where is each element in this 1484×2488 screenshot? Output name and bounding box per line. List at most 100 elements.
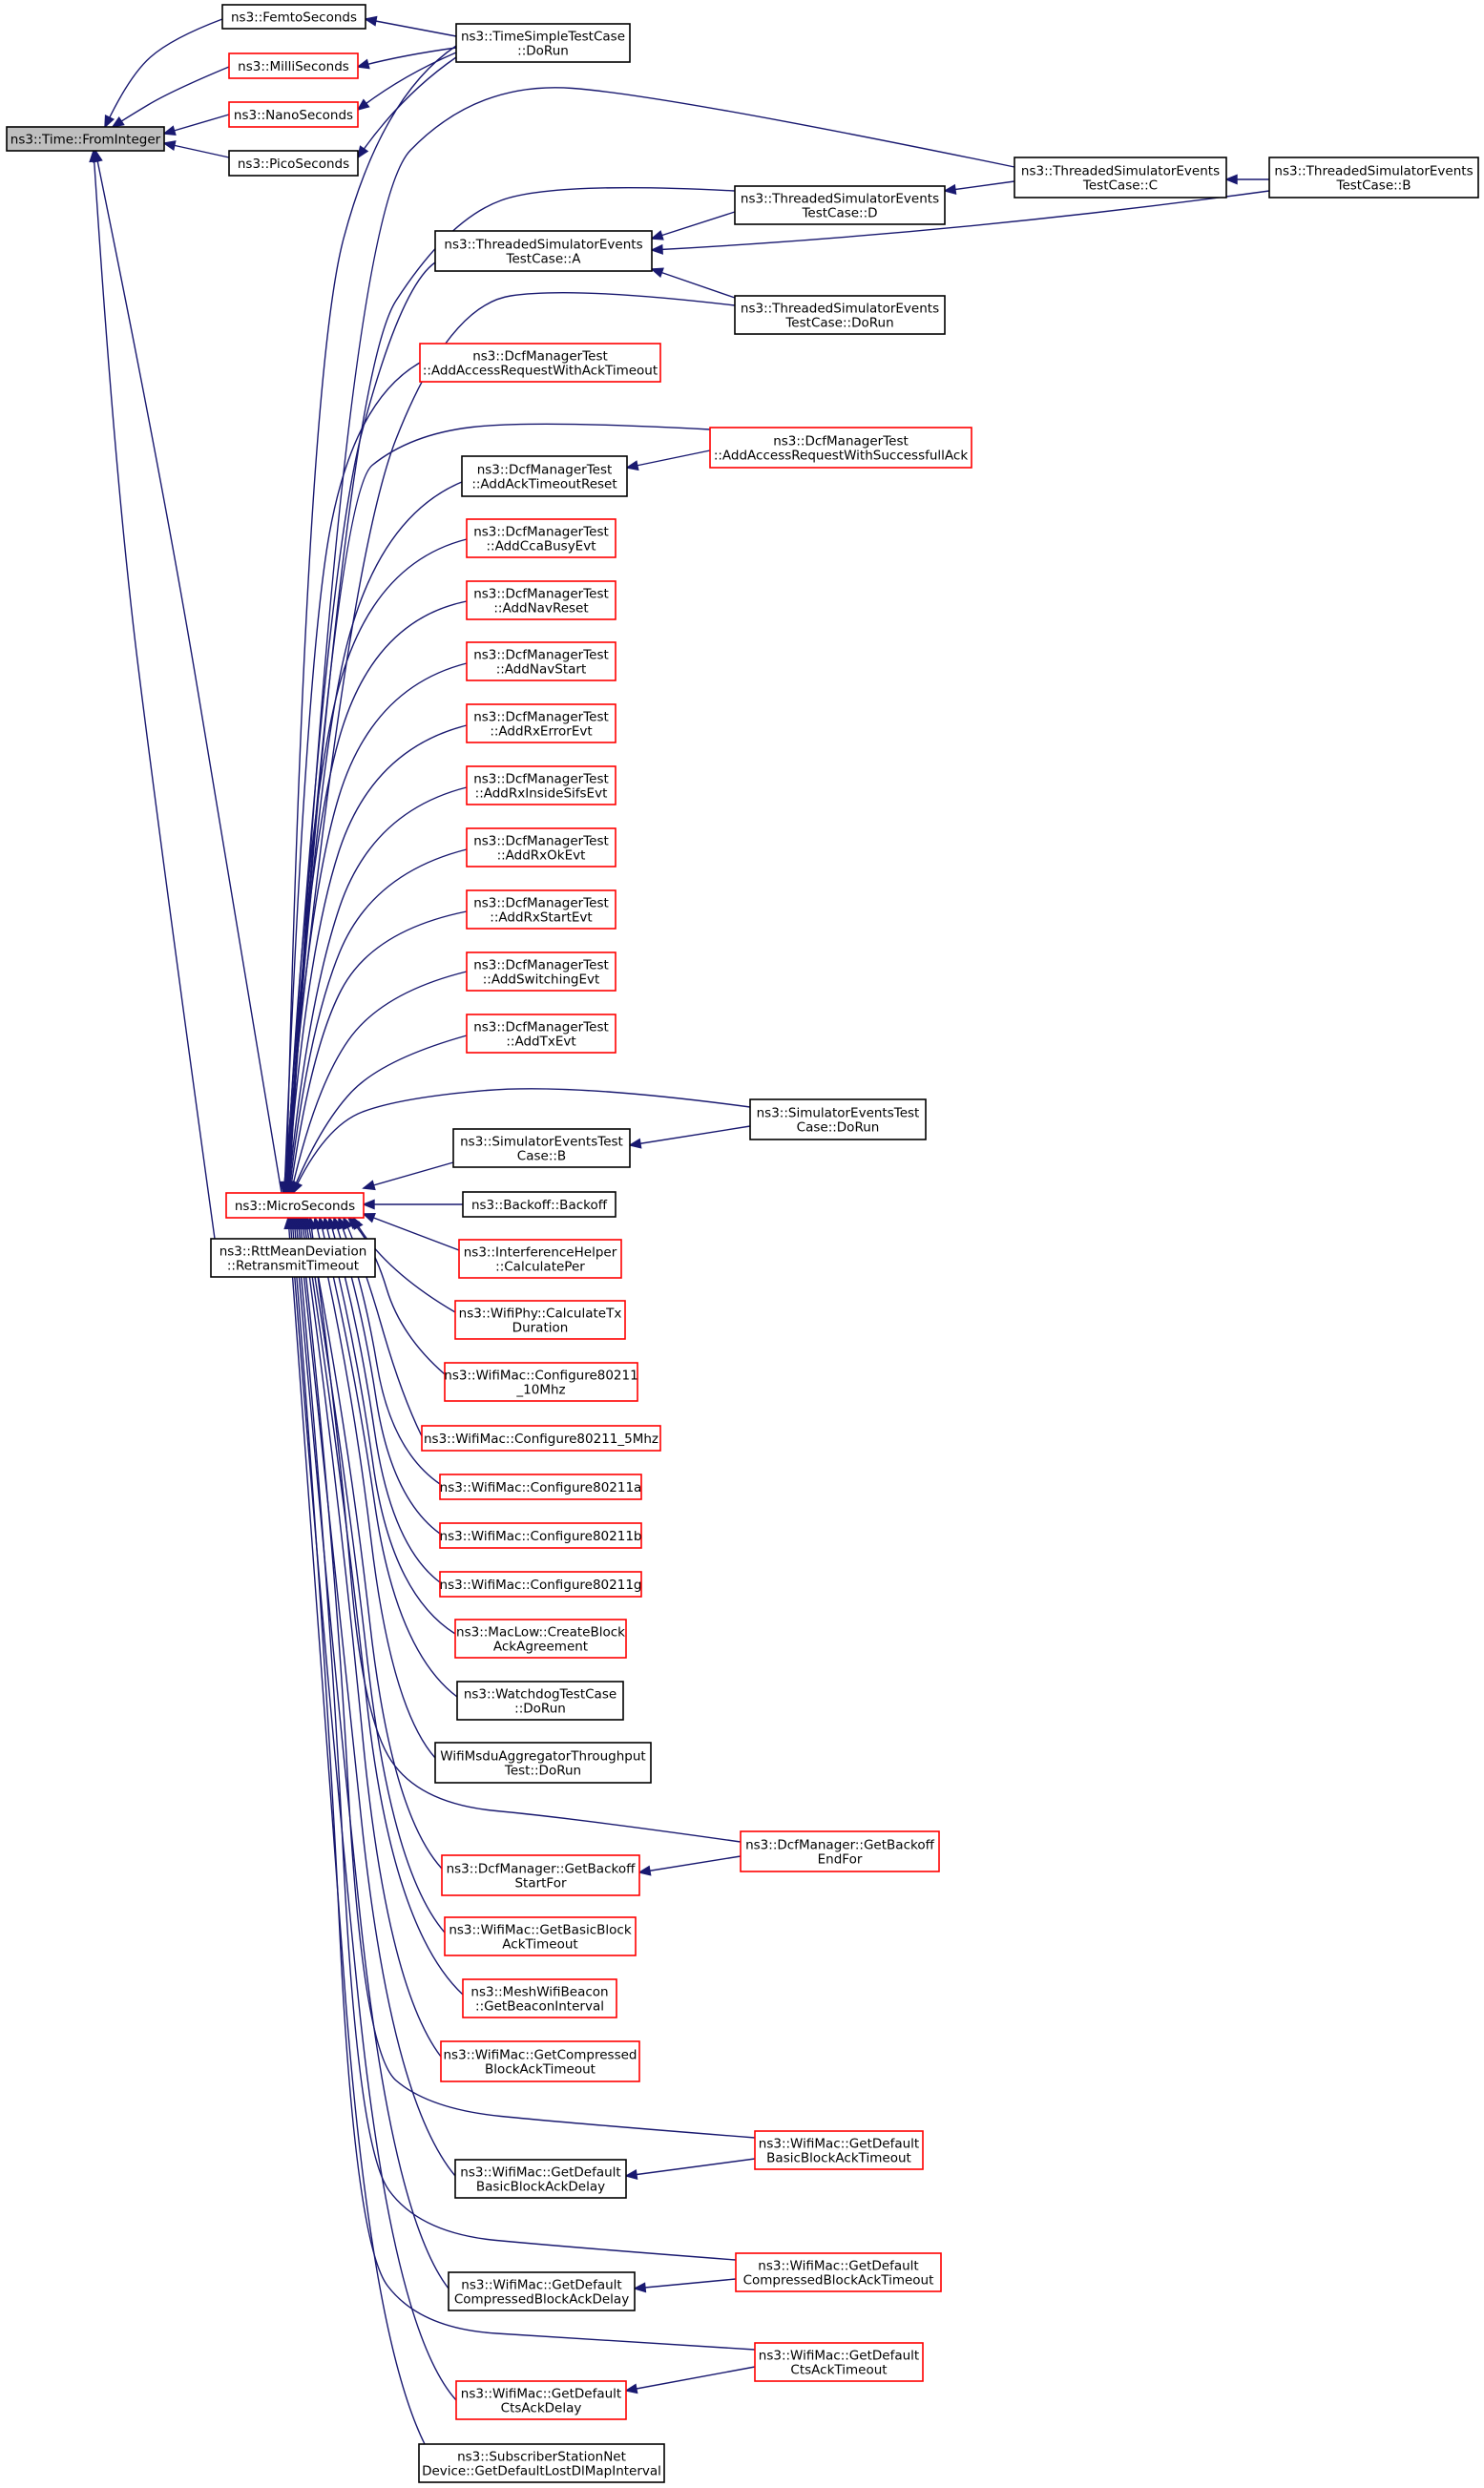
node-cfg5[interactable]: ns3::WifiMac::Configure80211_5Mhz [421,1425,661,1452]
node-backoff[interactable]: ns3::Backoff::Backoff [462,1191,617,1218]
node-label: _10Mhz [515,1383,565,1398]
node-label: ns3::InterferenceHelper [464,1245,617,1261]
node-box [418,2443,665,2483]
node-defCompTimeout[interactable]: ns3::WifiMac::GetDefaultCompressedBlockA… [735,2252,942,2292]
node-dcfNavReset[interactable]: ns3::DcfManagerTest::AddNavReset [466,580,617,620]
node-milli[interactable]: ns3::MilliSeconds [228,52,359,79]
edge-line [285,538,468,1194]
node-label: StartFor [514,1876,567,1892]
node-femto[interactable]: ns3::FemtoSeconds [221,4,366,30]
edge-arrowhead [362,1212,376,1223]
node-label: ns3::DcfManagerTest [477,463,613,478]
node-micro[interactable]: ns3::MicroSeconds [225,1192,365,1219]
edge-line [288,848,468,1194]
node-defCompDelay[interactable]: ns3::WifiMac::GetDefaultCompressedBlockA… [448,2271,636,2311]
edge-arrowhead [650,243,663,255]
node-meshBeacon[interactable]: ns3::MeshWifiBeacon::GetBeaconInterval [462,1978,617,2018]
edge-arrowhead [292,1181,303,1195]
node-dcfRxOk[interactable]: ns3::DcfManagerTest::AddRxOkEvt [466,827,617,868]
edge-defBasicTimeout-to-defBasicDelay [624,2158,756,2180]
node-cfgG[interactable]: ns3::WifiMac::Configure80211g [439,1571,642,1598]
node-label: ns3::DcfManager::GetBackoff [447,1862,636,1877]
edge-dcfBackoffStart-to-micro [303,1216,443,1870]
edge-line [289,1217,457,2401]
node-box [734,295,946,335]
node-cfgA[interactable]: ns3::WifiMac::Configure80211a [439,1474,642,1500]
node-box [734,185,946,225]
node-label: TestCase::D [801,206,877,221]
node-defBasicDelay[interactable]: ns3::WifiMac::GetDefaultBasicBlockAckDel… [454,2159,627,2199]
node-box [1268,157,1479,199]
node-cfg10[interactable]: ns3::WifiMac::Configure80211_10Mhz [444,1362,638,1402]
node-dcfTx[interactable]: ns3::DcfManagerTest::AddTxEvt [466,1014,617,1054]
edge-line [352,1217,456,1313]
node-label: ns3::TimeSimpleTestCase [461,30,625,45]
edge-milli-to-fromInteger [111,66,230,129]
node-dcfRxErr[interactable]: ns3::DcfManagerTest::AddRxErrorEvt [466,703,617,743]
edge-line [651,190,1270,251]
node-label: ns3::FemtoSeconds [231,10,357,26]
node-subscriber[interactable]: ns3::SubscriberStationNetDevice::GetDefa… [418,2443,665,2483]
node-dcfCca[interactable]: ns3::DcfManagerTest::AddCcaBusyEvt [466,518,617,558]
edge-line [284,600,468,1194]
node-pico[interactable]: ns3::PicoSeconds [228,150,359,177]
node-nano[interactable]: ns3::NanoSeconds [228,101,359,128]
edge-cfg10-to-micro [346,1216,446,1375]
node-label: ns3::DcfManagerTest [473,834,609,849]
node-dcfNavStart[interactable]: ns3::DcfManagerTest::AddNavStart [466,641,617,681]
node-dcfRxStart[interactable]: ns3::DcfManagerTest::AddRxStartEvt [466,889,617,930]
node-label: AckTimeout [502,1937,577,1953]
node-box [462,1978,617,2018]
node-defBasicTimeout[interactable]: ns3::WifiMac::GetDefaultBasicBlockAckTim… [754,2130,924,2170]
node-dcfAccAck[interactable]: ns3::DcfManagerTest::AddAccessRequestWit… [419,343,661,383]
edge-line [363,1213,460,1251]
node-label: ns3::DcfManagerTest [473,958,609,973]
node-box [1014,157,1227,199]
node-label: ::AddRxErrorEvt [490,724,592,740]
node-tsDoRun[interactable]: ns3::ThreadedSimulatorEventsTestCase::Do… [734,295,946,335]
edge-defCompTimeout-to-defCompDelay [633,2278,737,2293]
edge-line [626,450,711,469]
node-dcfAccSucc[interactable]: ns3::DcfManagerTest::AddAccessRequestWit… [709,427,972,469]
node-box [228,150,359,177]
node-dcfAckReset[interactable]: ns3::DcfManagerTest::AddAckTimeoutReset [461,455,628,497]
edge-tsC-to-tsD [943,180,1015,195]
node-label: ns3::WifiMac::GetDefault [758,2259,918,2274]
node-dcfSwitch[interactable]: ns3::DcfManagerTest::AddSwitchingEvt [466,951,617,992]
node-interf[interactable]: ns3::InterferenceHelper::CalculatePer [458,1239,622,1279]
node-box [439,1571,642,1598]
node-compBlockAck[interactable]: ns3::WifiMac::GetCompressedBlockAckTimeo… [440,2040,640,2082]
edge-line [283,362,421,1194]
node-watchdog[interactable]: ns3::WatchdogTestCase::DoRun [456,1681,624,1721]
node-label: ns3::WifiPhy::CalculateTx [459,1307,622,1322]
node-label: ::AddSwitchingEvt [483,972,600,988]
edge-backoff-to-micro [362,1199,463,1210]
node-dcfRxSifs[interactable]: ns3::DcfManagerTest::AddRxInsideSifsEvt [466,765,617,805]
node-label: ns3::DcfManagerTest [473,587,609,602]
edge-dcfRxErr-to-micro [282,724,468,1195]
node-box [434,1742,652,1784]
node-timeSimple[interactable]: ns3::TimeSimpleTestCase::DoRun [455,23,631,63]
node-cfgB[interactable]: ns3::WifiMac::Configure80211b [439,1522,642,1549]
nodes-layer: ns3::Time::FromIntegerns3::FemtoSecondsn… [6,4,1479,2483]
node-label: Device::GetDefaultLostDlMapInterval [422,2464,661,2479]
node-label: ::AddAccessRequestWithSuccessfullAck [714,449,969,464]
node-label: ns3::SimulatorEventsTest [757,1106,920,1121]
node-label: ns3::MacLow::CreateBlock [456,1625,625,1641]
node-box [210,1238,376,1278]
node-rtt[interactable]: ns3::RttMeanDeviation::RetransmitTimeout [210,1238,376,1278]
